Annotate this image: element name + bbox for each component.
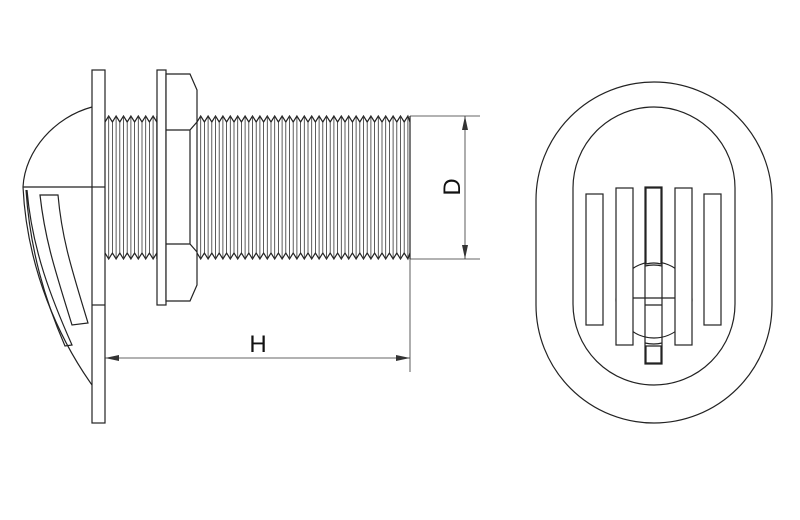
dimension-h: H: [105, 259, 411, 372]
inner-rim: [572, 106, 736, 386]
thread-line: [108, 116, 158, 259]
outer-rim: [535, 81, 773, 424]
front-view: [535, 81, 773, 424]
dimension-h-label: H: [249, 331, 266, 358]
flange: [91, 69, 106, 424]
hex-nut: [165, 73, 198, 302]
threaded-body: [104, 114, 411, 261]
scoop-strainer: [22, 106, 93, 386]
side-view: D H: [22, 69, 480, 424]
dimension-d: D: [410, 115, 480, 260]
grille-slats: [585, 186, 722, 365]
washer: [156, 69, 167, 306]
thread-line: [200, 116, 411, 259]
dimension-d-label: D: [439, 178, 466, 195]
